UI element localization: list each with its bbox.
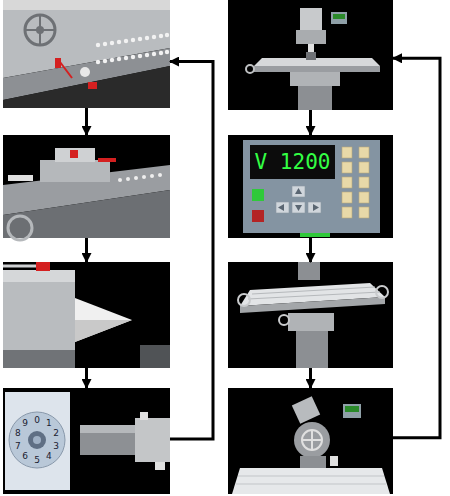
dial-number: 5 — [31, 455, 43, 466]
readout-console-picture — [228, 135, 393, 238]
milling-machine-picture — [228, 0, 393, 110]
lathe-dial-picture — [3, 388, 170, 494]
flow-arrow — [393, 58, 440, 438]
readout-display: V 1200 — [255, 150, 331, 174]
dial-number: 1 — [43, 418, 55, 429]
mill-panel — [228, 262, 393, 368]
dial-number: 2 — [50, 428, 62, 439]
lathe-panel — [3, 135, 170, 238]
lathe-tailstock-picture — [3, 262, 170, 368]
milling-table-picture — [228, 262, 393, 368]
dial-number: 4 — [43, 451, 55, 462]
flow-arrow — [309, 110, 312, 135]
lathe-panel — [3, 0, 170, 108]
flow-arrow — [309, 368, 312, 388]
lathe-panel — [3, 262, 170, 368]
flow-arrow — [170, 62, 213, 439]
mill-panel — [228, 0, 393, 110]
flow-arrow — [85, 238, 88, 262]
dial-number: 7 — [12, 441, 24, 452]
dial-number: 0 — [31, 415, 43, 426]
flow-arrow — [85, 108, 88, 135]
mill-panel: V 1200 — [228, 135, 393, 238]
dial-number: 8 — [12, 428, 24, 439]
flow-arrow — [85, 368, 88, 388]
lathe-carriage-picture — [3, 135, 170, 240]
mill-panel — [228, 388, 393, 494]
dial-number: 3 — [50, 441, 62, 452]
dial-number: 6 — [19, 451, 31, 462]
flow-arrow — [309, 238, 312, 262]
dial-number: 9 — [19, 418, 31, 429]
readout-display-area: V 1200 — [250, 145, 335, 179]
lathe-panel: 012 34567 89 — [3, 388, 170, 494]
lathe-apron-picture — [3, 0, 170, 108]
tilted-head-picture — [228, 388, 393, 494]
